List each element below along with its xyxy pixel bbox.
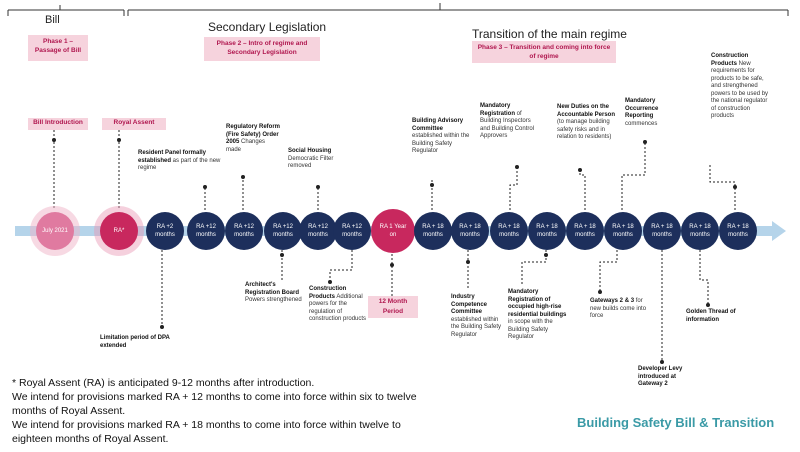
timeline-node: RA + 18 months	[528, 212, 566, 250]
bill-introduction-tag: Bill Introduction	[28, 118, 88, 130]
annotation-construction-products: Construction Products Additional powers …	[309, 286, 367, 322]
timeline-node: RA + 18 months	[681, 212, 719, 250]
timeline-node: RA + 18 months	[604, 212, 642, 250]
timeline-node: RA +12 months	[264, 212, 302, 250]
annotation-new-duties: New Duties on the Accountable Person (to…	[557, 104, 616, 140]
timeline-node: RA + 18 months	[566, 212, 604, 250]
footnote-ra18: We intend for provisions marked RA + 18 …	[12, 419, 401, 445]
annotation-developer-levy: Developer Levy introduced at Gateway 2	[638, 366, 683, 387]
annotation-products-new-requirements: Construction Products New requirements f…	[711, 53, 769, 119]
timeline-node: RA +12 months	[299, 212, 337, 250]
annotation-golden-thread: Golden Thread of information	[686, 309, 736, 323]
annotation-occurrence-reporting: Mandatory Occurrence Reporting commences	[625, 98, 659, 127]
annotation-fire-safety: Regulatory Reform (Fire Safety) Order 20…	[226, 124, 281, 153]
timeline-node-one-year: RA 1 Year on	[374, 212, 412, 250]
timeline-node: RA +12 months	[333, 212, 371, 250]
footnote-ra: * Royal Assent (RA) is anticipated 9-12 …	[12, 377, 315, 389]
timeline-node: RA + 18 months	[451, 212, 489, 250]
header-secondary: Secondary Legislation	[208, 20, 327, 34]
timeline-node-july-2021: July 2021	[36, 212, 74, 250]
footnote-ra12: We intend for provisions marked RA + 12 …	[12, 391, 417, 417]
timeline-node: RA + 18 months	[414, 212, 452, 250]
annotation-architects-board: Architect's Registration Board Powers st…	[245, 282, 302, 303]
timeline-node: RA +12 months	[187, 212, 225, 250]
twelve-month-period-tag: 12 Month Period	[368, 296, 418, 318]
brand-title: Building Safety Bill & Transition	[577, 415, 775, 430]
timeline-node: RA +2 months	[146, 212, 184, 250]
timeline-node: RA + 18 months	[719, 212, 757, 250]
royal-assent-tag: Royal Assent	[102, 118, 166, 130]
timeline-node: RA + 18 months	[643, 212, 681, 250]
phase-1-box: Phase 1 – Passage of Bill	[28, 35, 88, 61]
annotation-resident-panel: Resident Panel formally established as p…	[138, 150, 221, 171]
annotation-social-housing: Social Housing Democratic Filter removed	[288, 148, 334, 169]
phase-3-box: Phase 3 – Transition and coming into for…	[472, 41, 616, 63]
phase-2-box: Phase 2 – Intro of regime and Secondary …	[204, 37, 320, 61]
timeline-node: RA + 18 months	[490, 212, 528, 250]
annotation-mandatory-registration: Mandatory Registration of Building Inspe…	[480, 103, 535, 139]
annotation-gateways: Gateways 2 & 3 for new builds come into …	[590, 298, 647, 319]
header-bill: Bill	[45, 14, 60, 26]
timeline-node: RA +12 months	[225, 212, 263, 250]
annotation-dpa: Limitation period of DPA extended	[100, 335, 170, 349]
annotation-advisory-committee: Building Advisory Committee established …	[412, 118, 470, 154]
header-transition: Transition of the main regime	[472, 27, 627, 41]
annotation-industry-committee: Industry Competence Committee establishe…	[451, 294, 502, 338]
annotation-occupied-buildings: Mandatory Registration of occupied high-…	[508, 289, 567, 340]
timeline-node-royal-assent: RA*	[100, 212, 138, 250]
